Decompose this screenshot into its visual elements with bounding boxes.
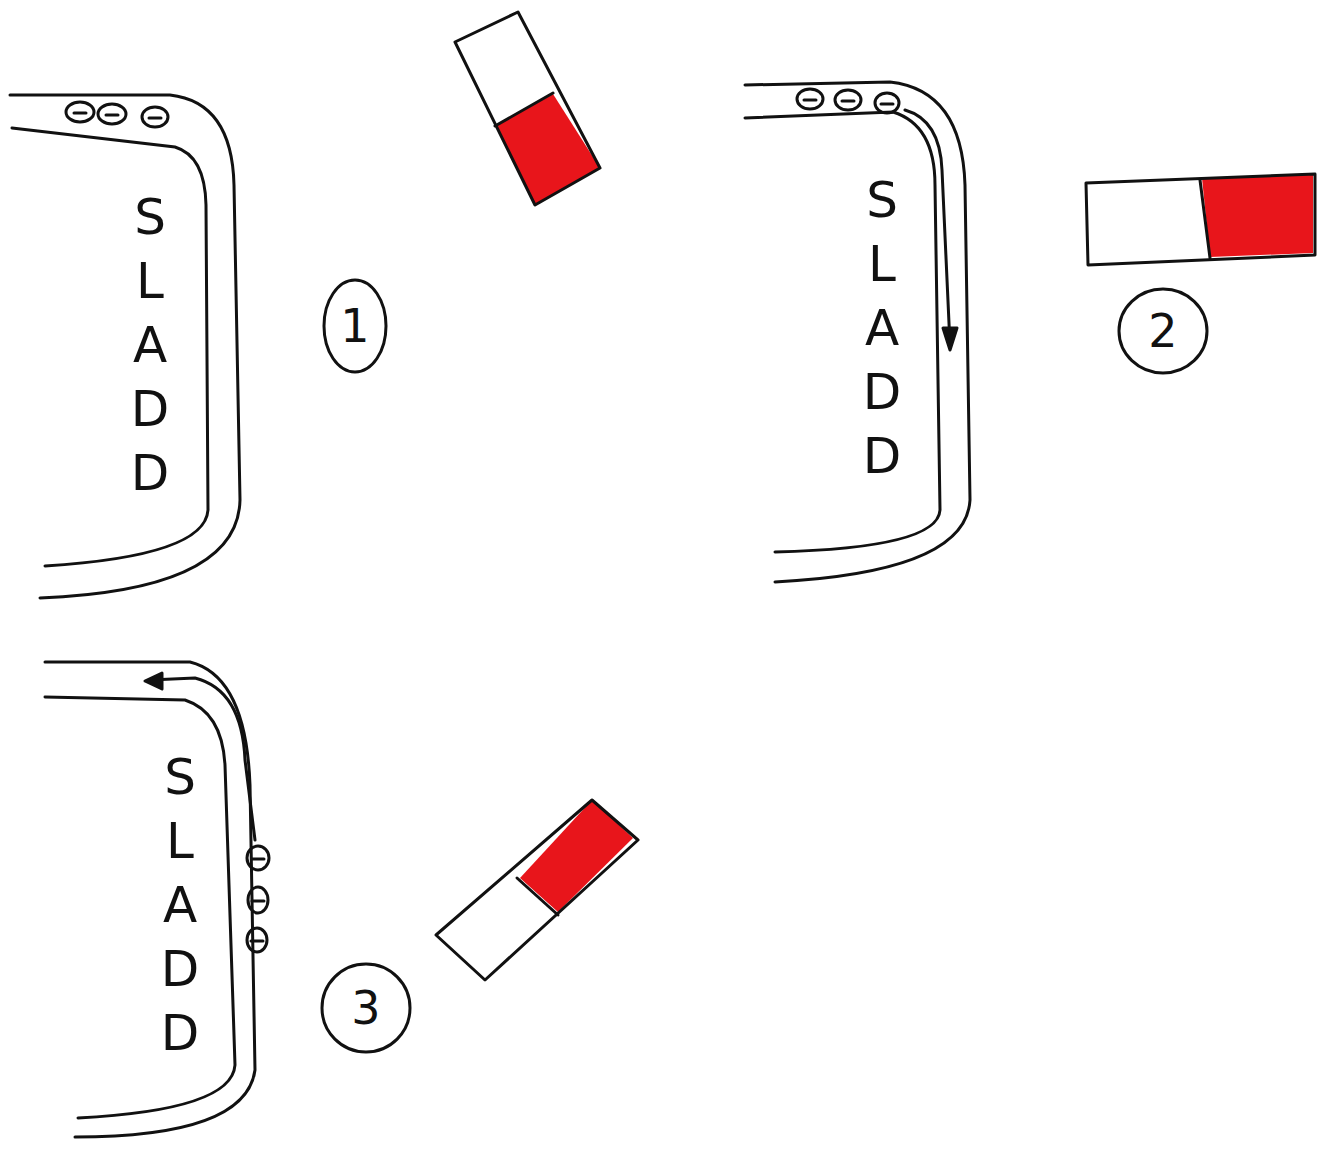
track-edge [745, 82, 970, 582]
red-block [436, 800, 638, 980]
callout-number: 2 [1117, 287, 1209, 375]
callout-circle: 3 [320, 962, 412, 1054]
track-edge [12, 128, 208, 566]
track-outline [0, 80, 262, 610]
vertical-label: SLADD [130, 185, 170, 505]
vertical-label: SLADD [862, 168, 902, 488]
vertical-label: SLADD [160, 745, 200, 1065]
callout-circle: 1 [322, 278, 388, 374]
red-block [455, 12, 600, 205]
red-block [1086, 174, 1315, 265]
track-edge [10, 95, 240, 598]
track-edge [45, 697, 235, 1118]
callout-circle: 2 [1117, 287, 1209, 375]
marbles [797, 89, 899, 113]
track-node: SLADD [0, 80, 262, 610]
track-node: SLADD [40, 655, 265, 1145]
track-outline [740, 75, 980, 590]
motion-arrow [905, 110, 957, 350]
marbles [66, 102, 168, 127]
callout-number: 1 [322, 278, 388, 374]
track-outline [40, 655, 265, 1145]
callout-number: 3 [320, 962, 412, 1054]
track-edge [45, 662, 255, 1137]
track-edge [745, 112, 940, 552]
track-node: SLADD [740, 75, 980, 590]
